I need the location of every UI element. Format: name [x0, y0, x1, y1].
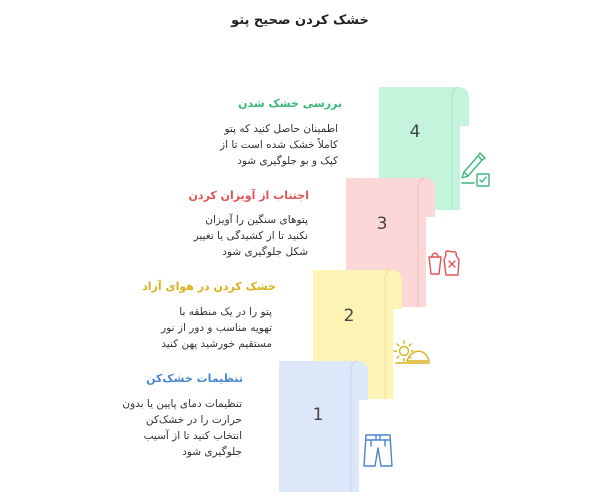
- step-4-number: 4: [409, 122, 421, 142]
- step-3-number: 3: [376, 214, 388, 234]
- step-2-heading: خشک کردن در هوای آزاد: [142, 280, 276, 293]
- step-1-description: تنظیمات دمای پایین یا بدون حرارت را در خ…: [122, 398, 242, 458]
- banner-step-1: [279, 360, 368, 492]
- step-1-number: 1: [312, 405, 324, 425]
- shorts-icon: [363, 434, 393, 467]
- step-1-heading: تنظیمات خشک‌کن: [146, 372, 243, 385]
- sun-shade-icon: [393, 340, 430, 364]
- step-2-description: پتو را در یک منطقه با تهویه مناسب و دور …: [161, 306, 272, 350]
- inspect-checklist-icon: [461, 152, 490, 187]
- step-3-description: پتوهای سنگین را آویزان نکنید تا از کشیدگ…: [193, 214, 308, 258]
- step-3-heading: اجتناب از آویزان کردن: [188, 189, 309, 202]
- step-4-heading: بررسی خشک شدن: [238, 97, 342, 110]
- step-2-number: 2: [343, 306, 355, 326]
- step-4-description: اطمینان حاصل کنید که پتو کاملاً خشک شده …: [220, 123, 338, 167]
- page-title: خشک کردن صحیح پتو: [231, 13, 369, 28]
- laundry-bag-icon: [428, 250, 460, 276]
